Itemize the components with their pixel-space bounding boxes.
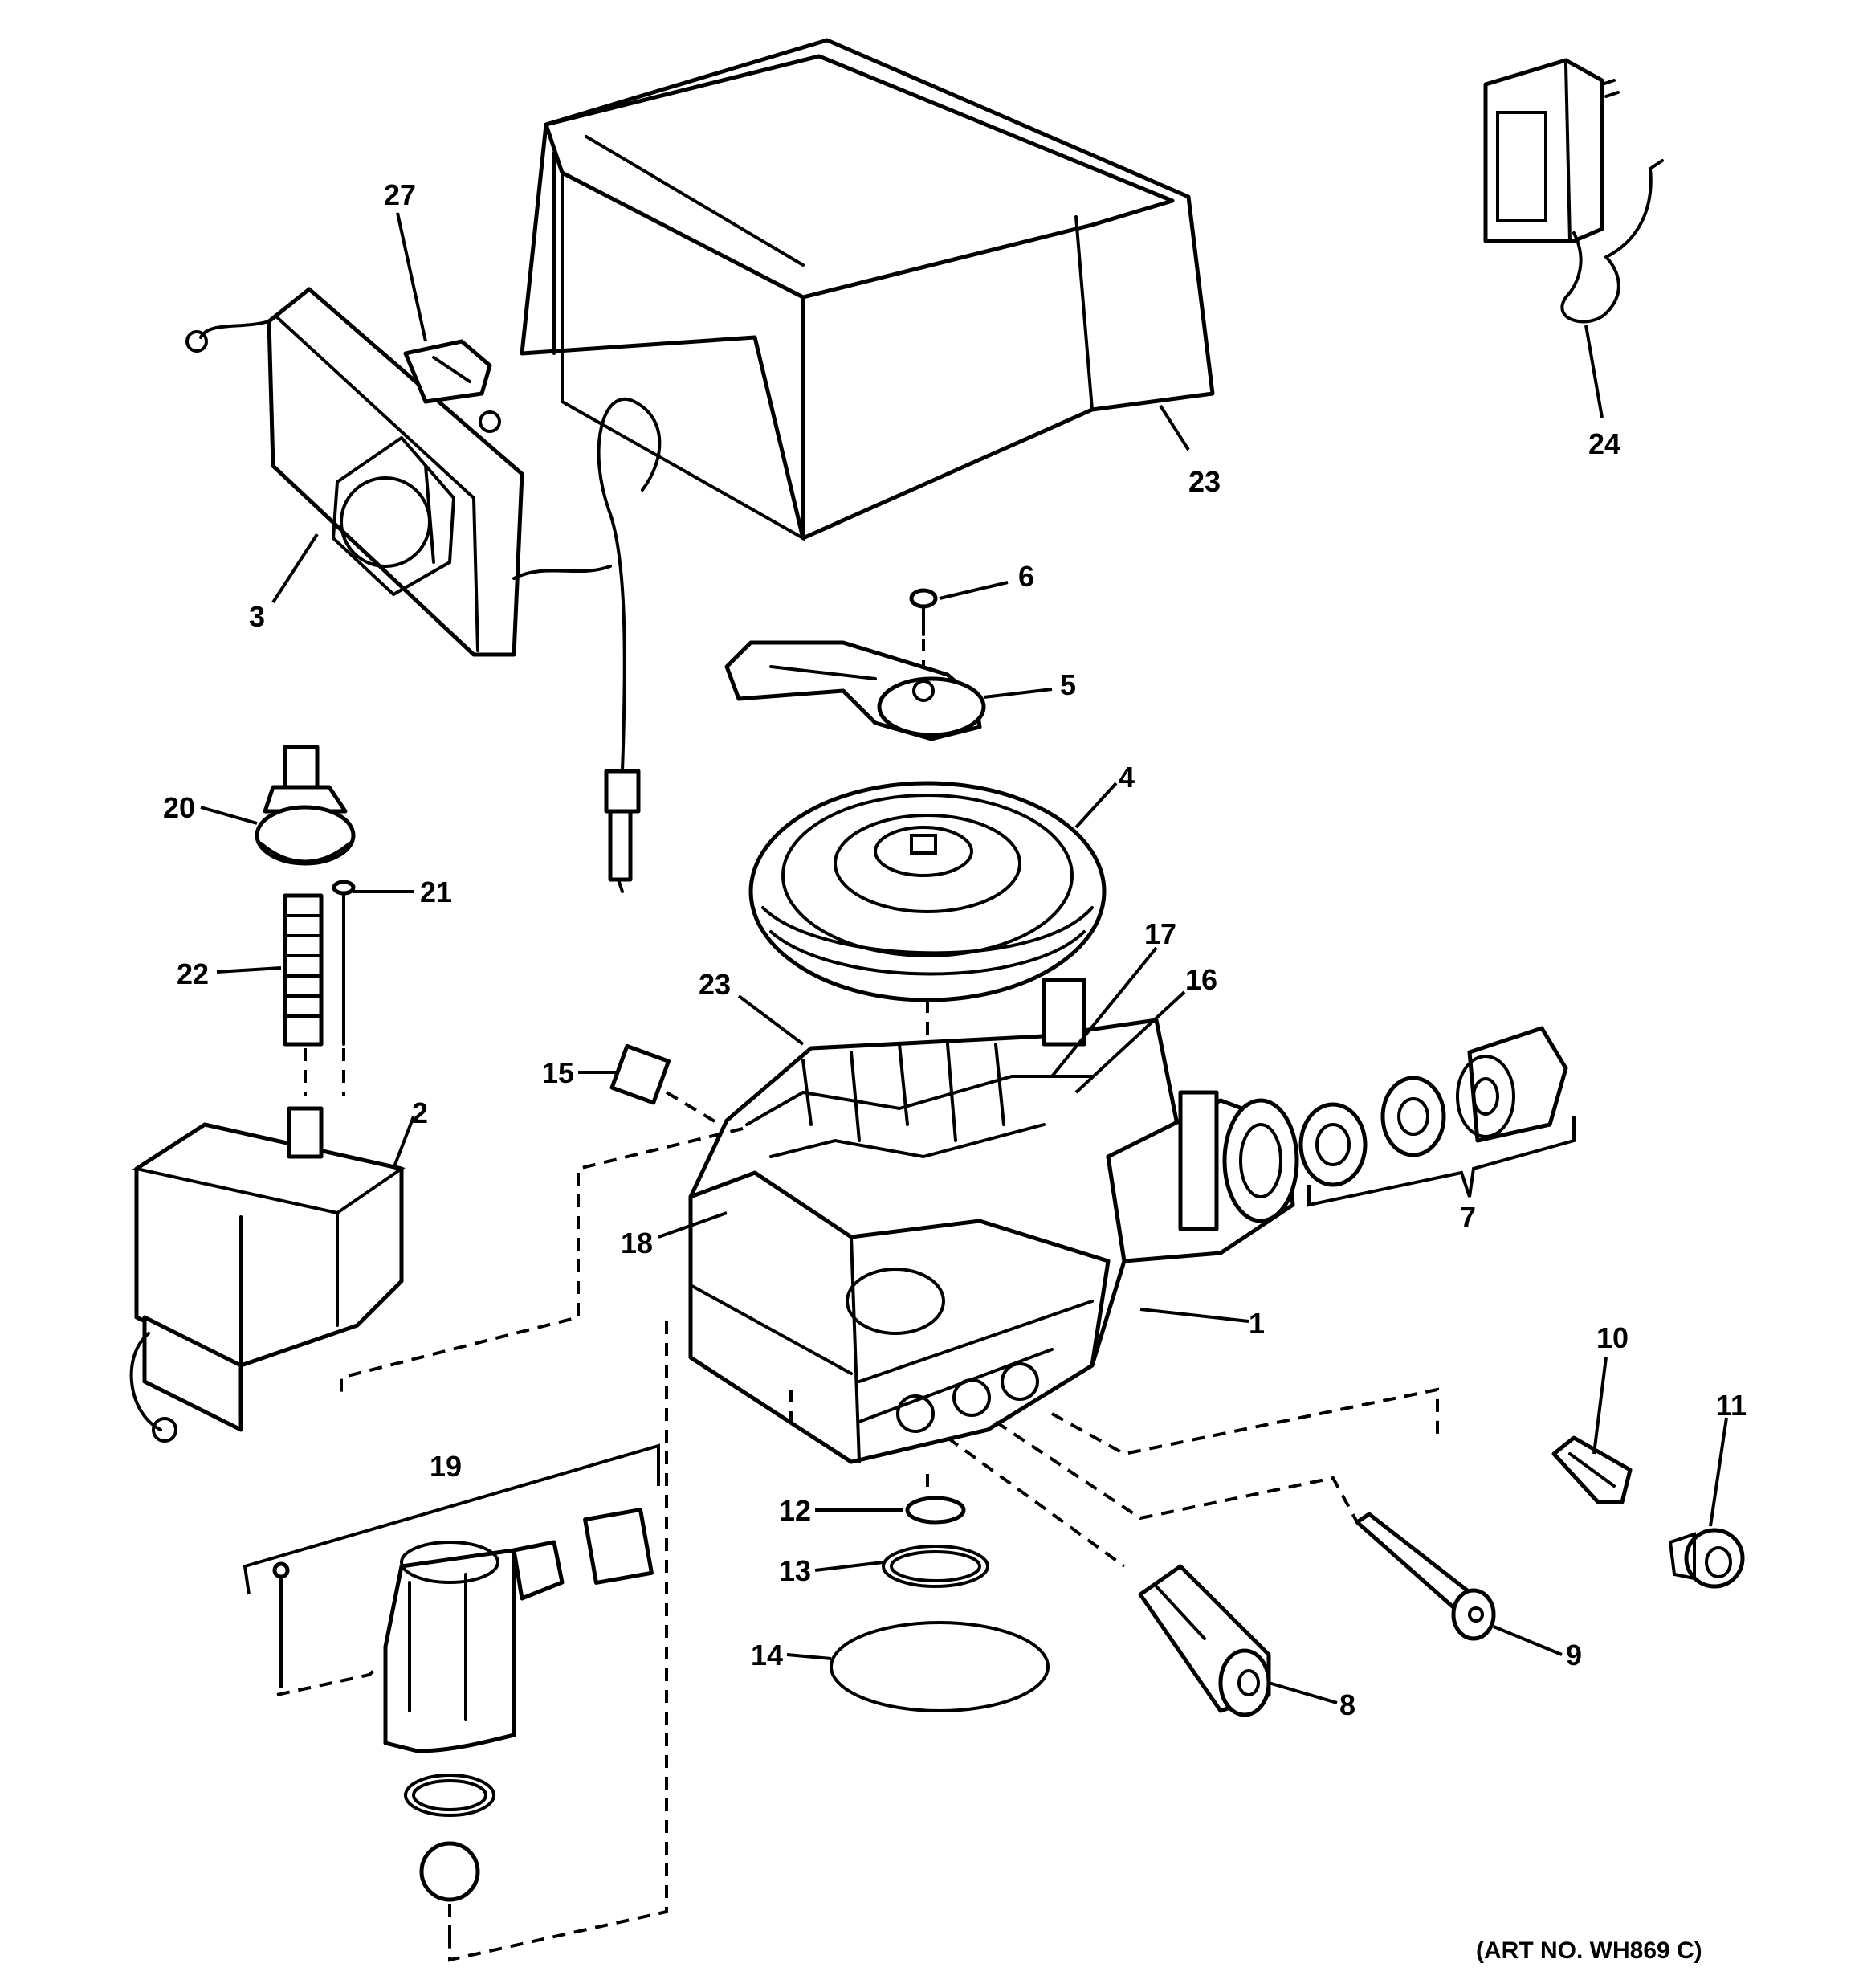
callout-7: 7 [1460,1201,1476,1234]
part-injector-screen [1138,1564,1271,1717]
callout-9: 9 [1566,1639,1582,1672]
callout-21: 21 [420,876,452,908]
callout-13: 13 [779,1554,811,1587]
callout-17: 17 [1144,917,1176,950]
art-number: (ART NO. WH869 C) [1476,1937,1702,1964]
part-control-panel [185,287,612,657]
part-plug [609,1043,748,1142]
part-adapters [1298,1026,1576,1207]
callout-26: 24 [1588,427,1620,460]
part-fitting-10 [1551,1435,1633,1504]
part-cam-arm [724,640,986,741]
callout-16: 16 [1185,963,1217,996]
assembly-dashed-lines [276,1127,1439,1962]
callout-1: 1 [1249,1307,1265,1340]
callout-22: 22 [177,957,209,990]
part-drive-gear [748,781,1107,1036]
callout-23: 23 [699,968,731,1001]
callout-24: 23 [1188,465,1221,498]
part-switch [403,339,501,433]
part-motor [129,1106,406,1443]
callout-19: 19 [430,1450,462,1483]
part-pin [304,880,356,1096]
callout-14: 14 [751,1639,783,1672]
part-screw-6 [909,588,938,671]
part-valve-body [688,978,1299,1464]
part-cap-11 [1668,1528,1745,1589]
part-cover [520,38,1215,541]
callout-18: 18 [621,1227,653,1259]
callout-leaders [200,212,1728,1704]
callout-20: 20 [163,791,195,824]
callout-labels: 27 3 23 24 6 5 4 20 21 22 23 17 16 15 2 … [163,178,1747,1721]
callout-2: 2 [412,1096,428,1129]
part-sensor-cable [597,398,662,893]
callout-4: 4 [1119,761,1135,794]
part-flow-control [1355,1512,1496,1641]
part-orings [830,1496,1050,1712]
callout-10: 10 [1596,1321,1629,1354]
callout-8: 8 [1339,1688,1355,1721]
callout-6: 6 [1018,560,1034,593]
part-motor-gear [255,745,356,866]
part-transformer [1483,58,1664,324]
callout-11: 11 [1716,1389,1747,1422]
callout-15: 15 [542,1056,574,1089]
callout-27: 27 [384,178,416,211]
part-brine-assembly [243,1443,660,1936]
callout-5: 5 [1060,668,1076,701]
callout-12: 12 [779,1494,811,1527]
part-spring [283,893,324,1047]
callout-3: 3 [249,600,265,633]
